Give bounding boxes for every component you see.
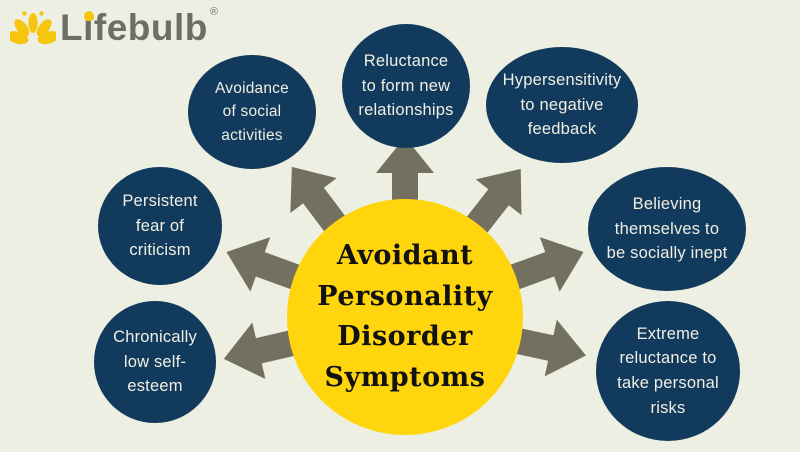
lifebulb-flower-icon [10,11,56,45]
center-title-circle: Avoidant Personality Disorder Symptoms [287,199,523,435]
brand-name: Lifebulb [60,7,208,48]
bulb-dot-icon [84,11,94,21]
lifebulb-logo: Lifebulb® [10,6,218,50]
arrow-to-reluctance [376,137,434,231]
symptom-label: Chronically low self- esteem [113,327,197,396]
symptom-bubble-believing-inept: Believing themselves to be socially inep… [588,167,746,291]
symptom-bubble-reluctance: Reluctance to form new relationships [342,24,470,148]
brand-wordmark: Lifebulb® [60,6,218,49]
symptom-label: Persistent fear of criticism [122,191,198,260]
symptom-bubble-low-self-esteem: Chronically low self- esteem [94,301,216,423]
symptom-bubble-persistent-fear: Persistent fear of criticism [98,167,222,285]
symptom-bubble-personal-risks: Extreme reluctance to take personal risk… [596,301,740,441]
symptom-label: Avoidance of social activities [215,80,289,144]
symptom-label: Reluctance to form new relationships [358,51,454,120]
symptom-bubble-avoidance: Avoidance of social activities [188,55,316,169]
symptom-label: Hypersensitivity to negative feedback [502,70,622,139]
diagram-title: Avoidant Personality Disorder Symptoms [317,240,493,393]
symptom-label: Extreme reluctance to take personal risk… [617,324,719,417]
symptom-bubble-hypersensitivity: Hypersensitivity to negative feedback [486,47,638,163]
registered-mark: ® [209,6,218,18]
symptom-label: Believing themselves to be socially inep… [606,194,728,263]
